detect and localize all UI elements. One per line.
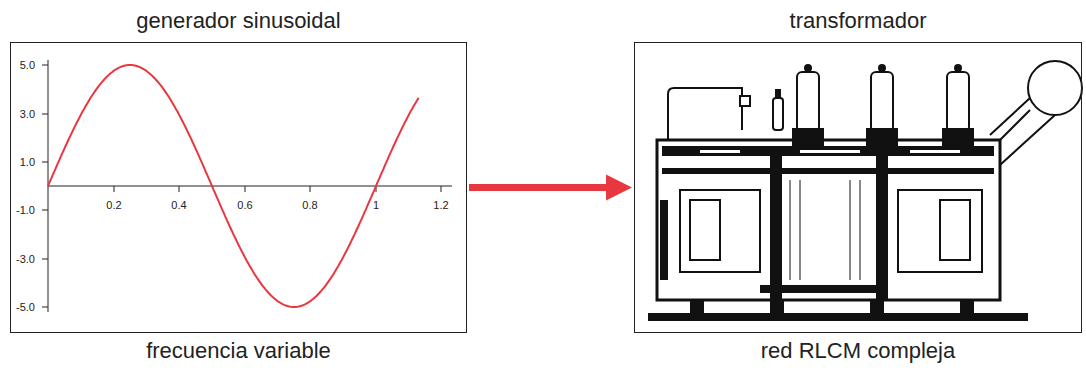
axis-tick-label: 0.8 — [302, 199, 317, 212]
axis-tick-label: 1.0 — [20, 156, 35, 169]
axis-tick-label: 5.0 — [20, 59, 35, 72]
axis-tick-label: -3.0 — [16, 253, 35, 266]
transformer-box: transformador red RLCM compleja — [634, 0, 1082, 374]
box-caption: red RLCM compleja — [634, 338, 1082, 364]
flow-arrow — [469, 175, 632, 201]
x-axis — [48, 186, 452, 187]
box-frame — [10, 42, 467, 333]
axis-tick-label: 1.2 — [433, 199, 448, 212]
axis-tick-label: 3.0 — [20, 108, 35, 121]
generator-box: generador sinusoidal frecuencia variable — [10, 0, 467, 374]
axis-tick-label: -5.0 — [16, 301, 35, 314]
box-heading: generador sinusoidal — [10, 8, 467, 34]
box-caption: frecuencia variable — [10, 338, 467, 364]
axis-tick-label: 0.2 — [106, 199, 121, 212]
axis-tick-label: 0.6 — [237, 199, 252, 212]
axis-tick-label: 1 — [373, 199, 379, 212]
box-frame — [634, 42, 1082, 333]
axis-ticks — [42, 65, 441, 307]
axis-tick-label: 0.4 — [171, 199, 186, 212]
axis-tick-label: -1.0 — [16, 204, 35, 217]
box-heading: transformador — [634, 8, 1082, 34]
sine-curve — [48, 65, 419, 307]
